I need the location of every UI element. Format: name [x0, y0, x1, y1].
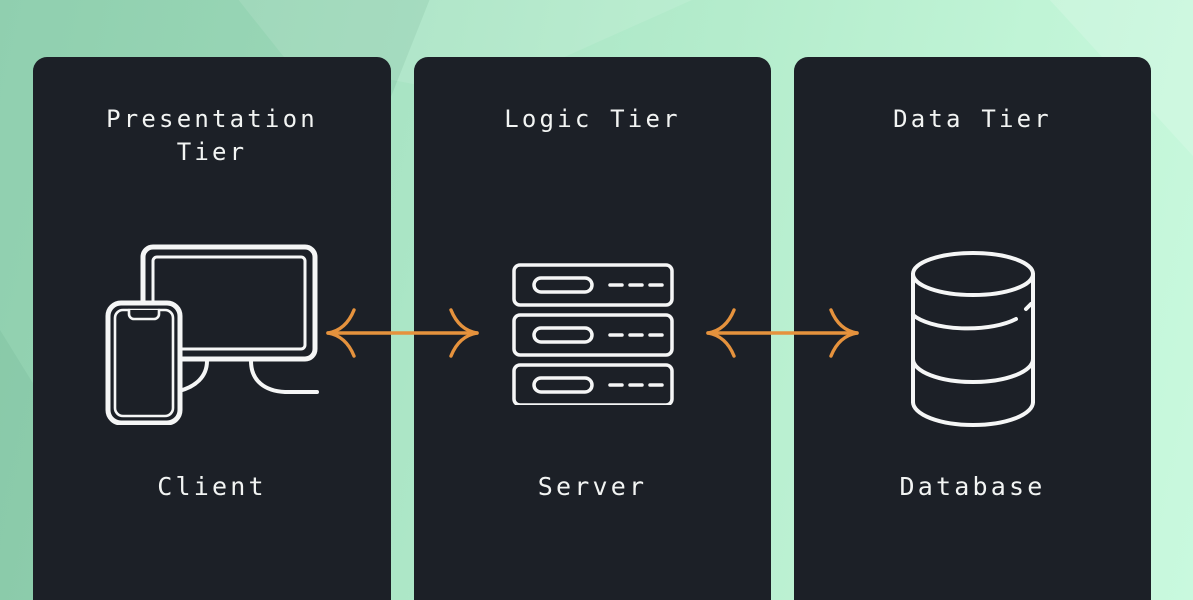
panel-title: Data Tier	[893, 105, 1052, 133]
client-server-arrow	[326, 308, 479, 358]
panel-data-tier: Data Tier Database	[794, 57, 1151, 600]
panel-title: Presentation Tier	[106, 105, 318, 166]
panel-label: Server	[537, 472, 648, 501]
server-database-arrow	[706, 308, 859, 358]
panel-label: Database	[899, 472, 1046, 501]
panel-label: Client	[157, 472, 267, 501]
panel-title: Logic Tier	[504, 105, 681, 133]
client-devices-icon	[105, 244, 319, 425]
panel-logic-tier: Logic Tier Server	[414, 57, 771, 600]
database-cylinder-icon	[910, 251, 1035, 427]
panel-presentation-tier: Presentation Tier Client	[33, 57, 391, 600]
server-stack-icon	[511, 263, 674, 405]
